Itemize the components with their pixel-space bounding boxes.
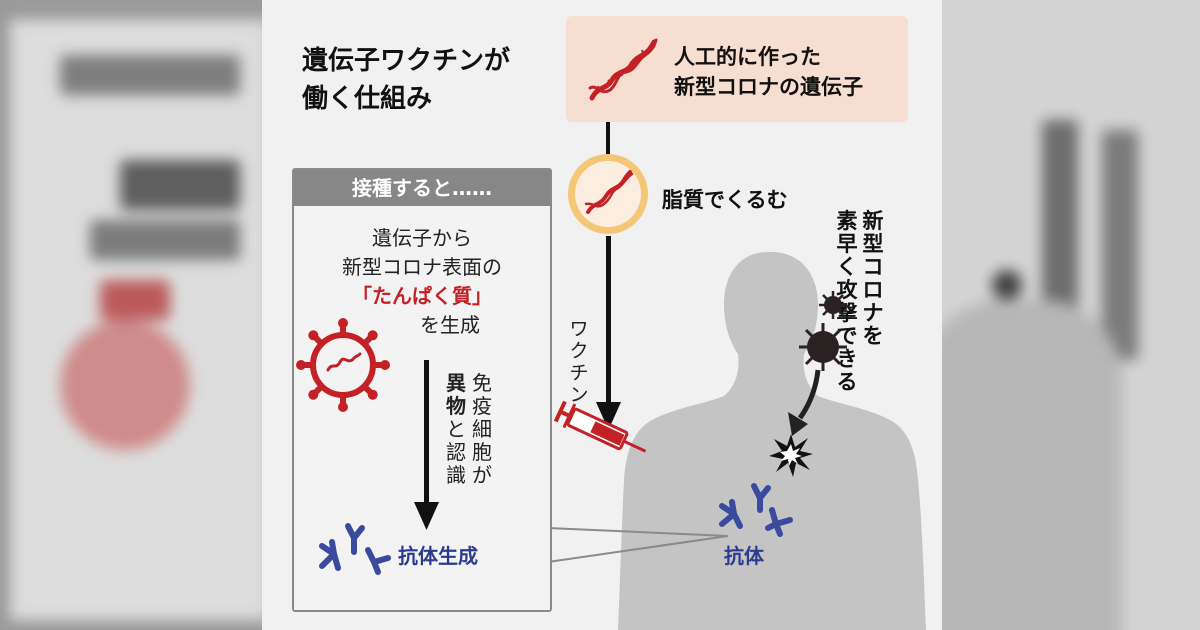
lipid-label: 脂質でくるむ	[662, 188, 788, 212]
attack-label-col-1: 新型コロナを	[862, 209, 884, 348]
flow-arrow-vaccine	[596, 236, 621, 430]
foreign-body-bold: 異物	[446, 371, 466, 418]
box-line-1: 遺伝子から	[372, 226, 472, 250]
gene-box-text: 人工的に作った 新型コロナの遺伝子	[674, 42, 863, 102]
vaccine-mechanism-diagram: 遺伝子ワクチンが 働く仕組み 人工的に作った 新型コロナの遺伝子 脂	[262, 0, 942, 630]
antibody-label: 抗体	[724, 544, 764, 568]
callout-connector	[547, 527, 729, 563]
recognition-arrow	[414, 360, 439, 530]
immune-col-2: と認識	[446, 417, 466, 487]
box-line-2: 新型コロナ表面の	[342, 255, 502, 279]
immune-col-1: 免疫細胞が	[472, 371, 492, 487]
attack-label-col-2: 素早く攻撃できる	[836, 209, 858, 394]
blurred-background-right	[942, 0, 1200, 630]
impact-burst-icon	[769, 434, 813, 477]
protein-highlight: 「たんぱく質」	[352, 284, 492, 308]
box-line-3: を生成	[420, 313, 480, 337]
artificial-gene-box: 人工的に作った 新型コロナの遺伝子	[566, 16, 908, 122]
title-line-2: 働く仕組み	[302, 84, 433, 114]
lipid-nanoparticle-icon	[568, 154, 648, 234]
title-line-1: 遺伝子ワクチンが	[302, 46, 511, 76]
spike-protein-virus-icon	[296, 318, 390, 412]
box-header: 接種すると……	[294, 170, 550, 206]
protein-generation-text: 遺伝子から 新型コロナ表面の 「たんぱく質」 を生成	[294, 224, 550, 340]
antibody-generation-label: 抗体生成	[398, 544, 478, 568]
antibody-icon-body	[719, 483, 793, 537]
gene-line-2: 新型コロナの遺伝子	[674, 75, 863, 99]
syringe-icon	[553, 400, 647, 453]
rna-strand-icon	[588, 38, 658, 101]
attack-arrow	[788, 369, 821, 436]
virus-icon-large	[799, 323, 847, 371]
virus-icon-small	[819, 291, 847, 319]
flow-line-top	[606, 122, 610, 162]
vaccine-label: ワクチン	[569, 318, 589, 406]
diagram-title: 遺伝子ワクチンが 働く仕組み	[302, 42, 510, 118]
immune-recognition-text-2: 異物 と認識	[444, 372, 468, 487]
after-vaccination-box: 接種すると…… 遺伝子から 新型コロナ表面の 「たんぱく質」 を生成	[292, 168, 552, 612]
immune-recognition-text: 免疫細胞が	[470, 372, 494, 487]
antibody-icon-box	[319, 523, 391, 575]
gene-line-1: 人工的に作った	[674, 45, 821, 69]
blurred-background-left	[0, 0, 262, 630]
